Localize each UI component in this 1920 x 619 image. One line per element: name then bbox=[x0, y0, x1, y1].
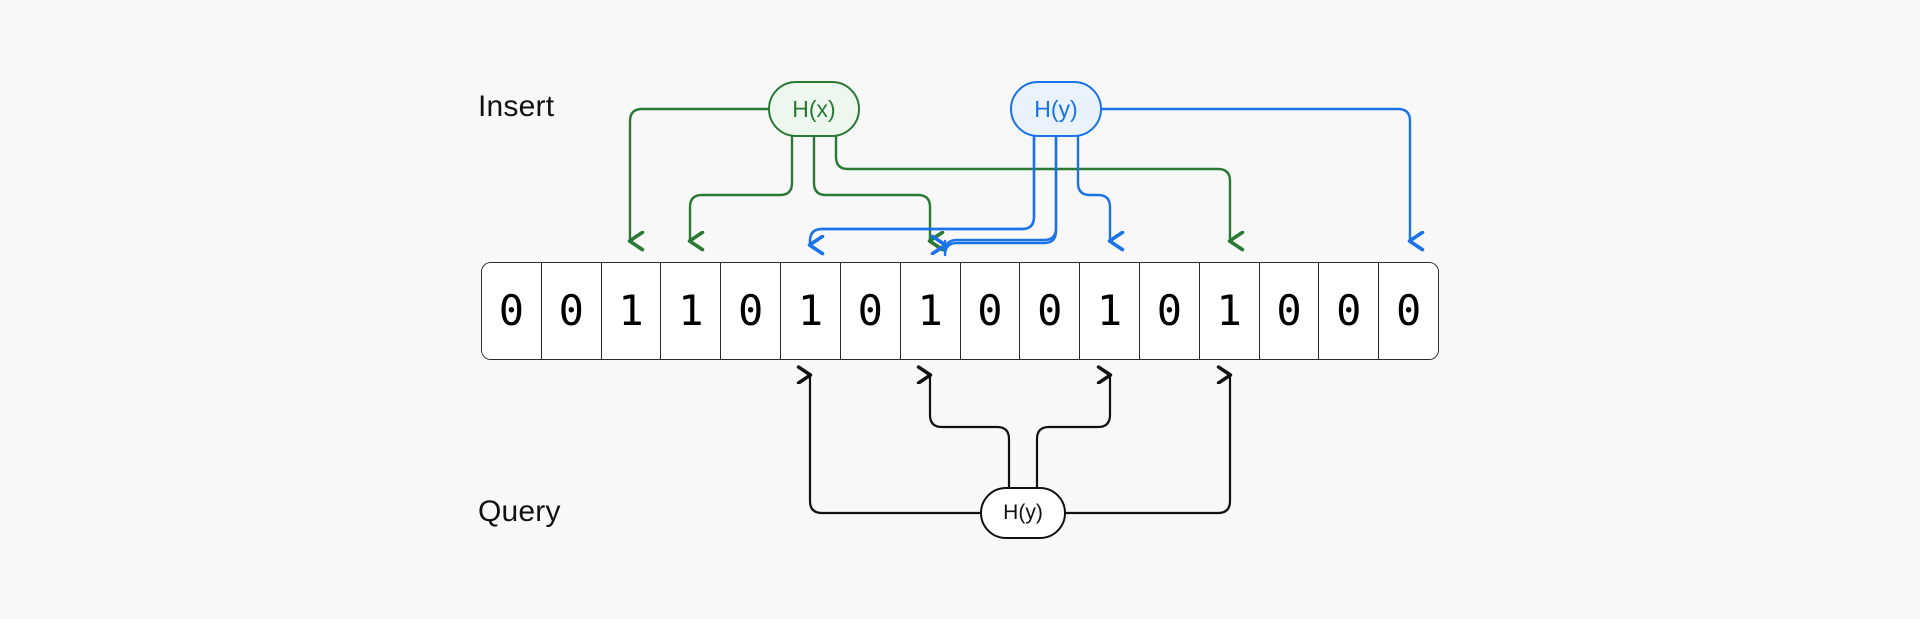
insert-arrow-hy-cell15 bbox=[1100, 107, 1410, 241]
query-arrow-hy-cell7 bbox=[930, 375, 1011, 489]
bit-cell: 1 bbox=[601, 263, 662, 359]
bit-cell: 0 bbox=[1259, 263, 1320, 359]
query-label: Query bbox=[478, 495, 561, 528]
bit-cell: 0 bbox=[840, 263, 901, 359]
insert-arrow-hx-cell2 bbox=[630, 107, 770, 241]
query-arrow-hy-cell12 bbox=[1064, 375, 1230, 515]
bit-cell: 0 bbox=[960, 263, 1021, 359]
insert-arrow-hy-cell7 bbox=[945, 135, 1058, 257]
insert-arrow-hx-cell7 bbox=[812, 135, 930, 241]
query-arrow-hy-cell5 bbox=[810, 375, 982, 515]
bit-cell: 1 bbox=[661, 263, 722, 359]
bit-cell: 0 bbox=[1319, 263, 1380, 359]
bit-cell: 1 bbox=[1199, 263, 1260, 359]
bit-cell: 0 bbox=[1139, 263, 1200, 359]
bit-cell: 0 bbox=[1379, 263, 1438, 359]
insert-arrow-hy-cell5 bbox=[810, 135, 1036, 245]
query-arrow-hy-cell10 bbox=[1035, 375, 1110, 489]
bit-cell: 1 bbox=[1080, 263, 1140, 359]
hash-node-hx-insert[interactable]: H(x) bbox=[768, 81, 860, 137]
bit-cell: 0 bbox=[1020, 263, 1081, 359]
insert-arrow-hy-cell10 bbox=[1076, 135, 1110, 241]
hash-node-hy-query[interactable]: H(y) bbox=[980, 487, 1066, 539]
bit-cell: 0 bbox=[541, 263, 602, 359]
bit-cell: 1 bbox=[900, 263, 961, 359]
insert-arrow-hx-cell3 bbox=[690, 135, 794, 241]
bit-cell: 0 bbox=[721, 263, 782, 359]
hash-node-hy-insert[interactable]: H(y) bbox=[1010, 81, 1102, 137]
bit-cell: 1 bbox=[781, 263, 841, 359]
insert-label: Insert bbox=[478, 90, 555, 123]
bit-cell: 0 bbox=[482, 263, 542, 359]
